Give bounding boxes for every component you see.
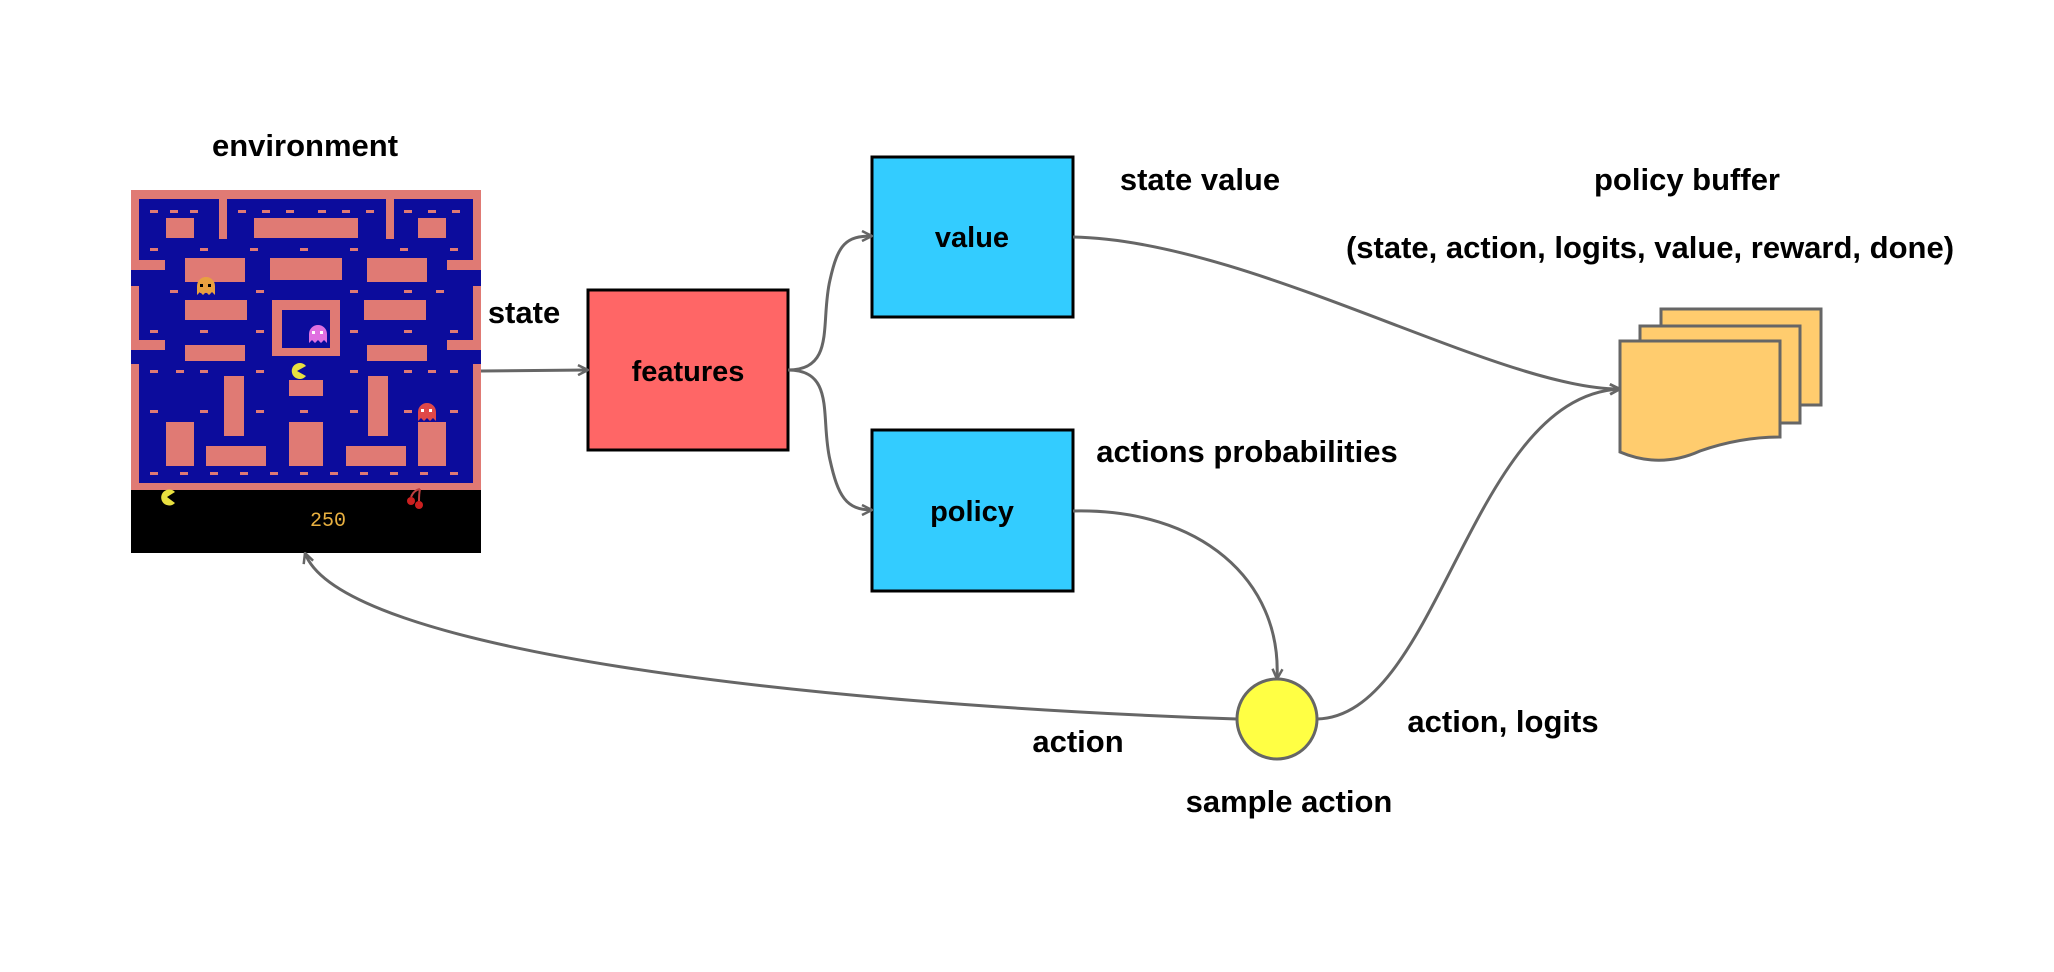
features-to-policy-edge	[787, 368, 872, 510]
pink-ghost-icon	[309, 325, 327, 343]
environment-game-screen-icon: 250	[131, 190, 481, 553]
cherry-icon	[407, 488, 423, 509]
actions-probabilities-label: actions probabilities	[1096, 434, 1397, 469]
red-ghost-icon	[418, 403, 436, 421]
policy-label: policy	[930, 496, 1014, 528]
sample-action-label: sample action	[1186, 784, 1393, 819]
environment-label: environment	[212, 128, 398, 163]
action-edge	[305, 553, 1238, 721]
action-logits-label: action, logits	[1407, 704, 1598, 739]
orange-ghost-icon	[197, 277, 215, 295]
action-probabilities-edge	[1072, 509, 1277, 679]
buffer-tuple-label: (state, action, logits, value, reward, d…	[1346, 230, 1954, 265]
state-label: state	[488, 295, 560, 330]
game-score: 250	[310, 510, 346, 533]
state-edge	[480, 370, 588, 371]
lives-pacman-icon	[161, 489, 175, 506]
state-value-label: state value	[1120, 162, 1280, 197]
policy-buffer-label: policy buffer	[1594, 162, 1780, 197]
pacman-icon	[291, 363, 306, 379]
features-label: features	[632, 356, 745, 388]
value-label: value	[935, 222, 1009, 254]
features-to-value-edge	[787, 236, 872, 372]
policy-box	[870, 428, 1075, 593]
sample-action-node	[1235, 677, 1319, 761]
policy-buffer-stacked-documents-icon	[1618, 307, 1823, 462]
state-value-edge	[1072, 235, 1620, 389]
action-logits-edge	[1316, 389, 1620, 721]
action-label: action	[1032, 724, 1123, 759]
